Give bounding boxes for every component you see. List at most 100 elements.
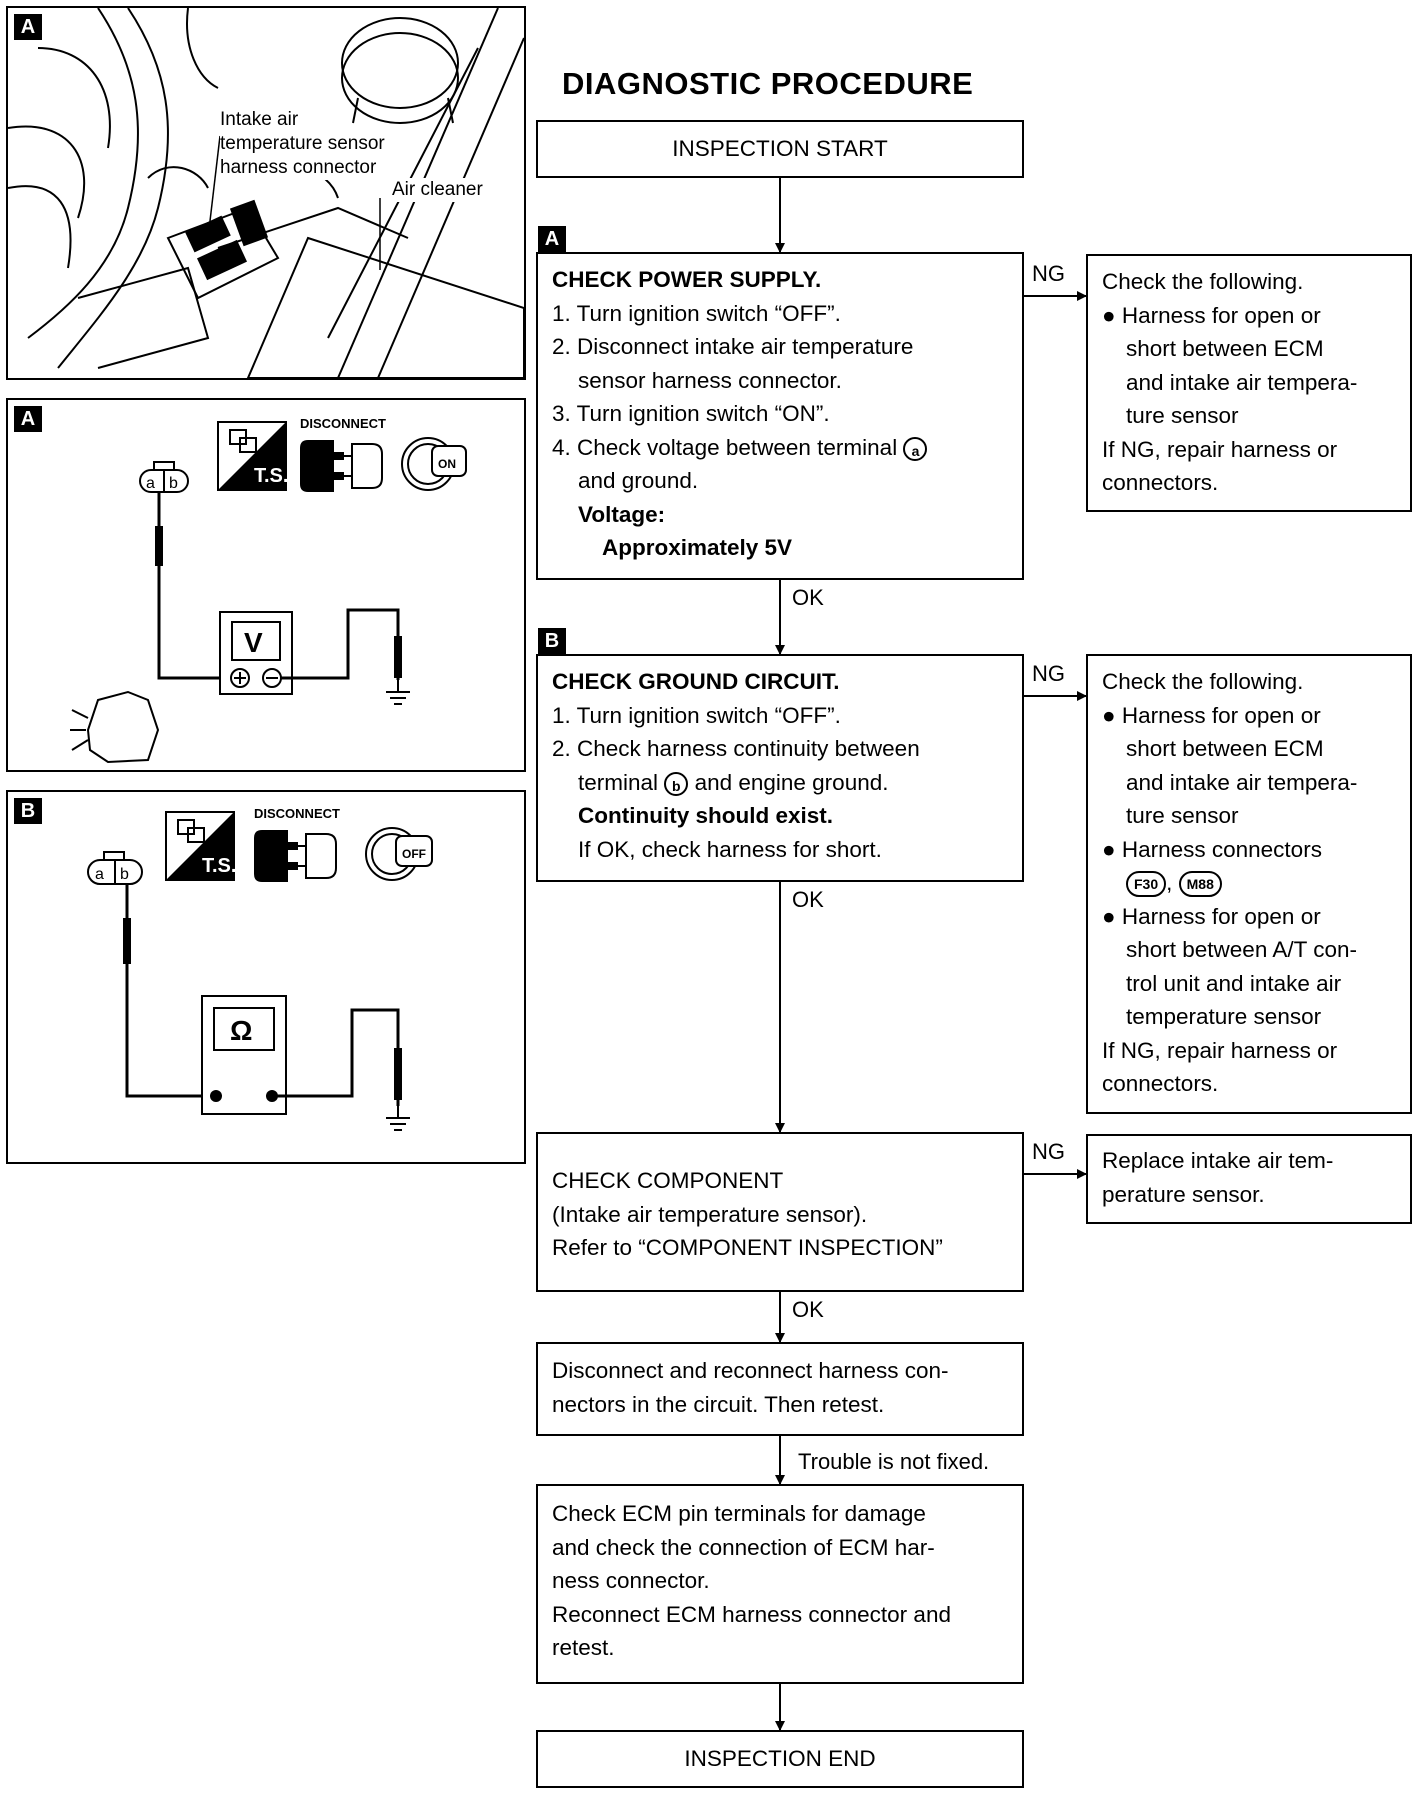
disconnect-icon bbox=[254, 830, 337, 882]
ng-a-line6: If NG, repair harness or bbox=[1102, 436, 1338, 462]
check-ground-circuit-box: CHECK GROUND CIRCUIT. 1. Turn ignition s… bbox=[536, 654, 1024, 882]
ok-label-a: OK bbox=[792, 585, 824, 610]
terminal-b-label-a: b bbox=[169, 475, 178, 492]
page-title: DIAGNOSTIC PROCEDURE bbox=[562, 66, 974, 101]
step-d-line1: Disconnect and reconnect harness con- bbox=[552, 1358, 949, 1383]
ng-label-a: NG bbox=[1032, 261, 1065, 286]
ng-label-b: NG bbox=[1032, 661, 1065, 686]
step-a-line3: sensor harness connector. bbox=[578, 367, 842, 393]
ignition-key-off-icon bbox=[365, 827, 433, 881]
engine-bay-drawing bbox=[7, 7, 525, 379]
ng-b-box: Check the following. ● Harness for open … bbox=[1086, 654, 1412, 1114]
step-b-line3b: and engine ground. bbox=[694, 769, 889, 795]
step-a-line4: 3. Turn ignition switch “ON”. bbox=[552, 401, 830, 426]
ng-c-line1: Replace intake air tem- bbox=[1102, 1148, 1334, 1173]
label-harness-connector: harness connector bbox=[220, 156, 377, 180]
step-a-line6: and ground. bbox=[578, 468, 699, 493]
tag-a-step: A bbox=[538, 226, 566, 252]
ng-c-line2: perature sensor. bbox=[1102, 1181, 1265, 1207]
step-a-line1: 1. Turn ignition switch “OFF”. bbox=[552, 300, 841, 326]
ng-b-line5: ture sensor bbox=[1126, 803, 1239, 828]
step-e-line2: and check the connection of ECM har- bbox=[552, 1534, 935, 1560]
ng-a-line5: ture sensor bbox=[1126, 403, 1239, 428]
tag-a-middle: A bbox=[14, 406, 42, 432]
continuity-check-drawing: T.S. DISCONNECT OFF a b Ω bbox=[87, 806, 433, 1131]
ng-label-c: NG bbox=[1032, 1139, 1065, 1164]
ng-b-line6: Harness connectors bbox=[1121, 836, 1322, 862]
step-e-line4: Reconnect ECM harness connector and bbox=[552, 1601, 951, 1627]
step-d-line2: nectors in the circuit. Then retest. bbox=[552, 1391, 885, 1417]
terminal-b-label-b: b bbox=[120, 866, 129, 883]
ng-a-box: Check the following. ● Harness for open … bbox=[1086, 254, 1412, 512]
step-a-line2: 2. Disconnect intake air temperature bbox=[552, 334, 914, 359]
terminal-a-pin: a bbox=[903, 436, 928, 461]
ok-label-c: OK bbox=[792, 1297, 824, 1322]
ng-b-line11: temperature sensor bbox=[1126, 1004, 1322, 1029]
ng-c-box: Replace intake air tem- perature sensor. bbox=[1086, 1134, 1412, 1224]
step-b-line4: If OK, check harness for short. bbox=[578, 836, 882, 862]
step-b-heading: CHECK GROUND CIRCUIT. bbox=[552, 669, 840, 694]
ng-b-line9: short between A/T con- bbox=[1126, 937, 1357, 962]
continuity-check-illustration: B T.S. DISCONNECT OFF a b bbox=[6, 790, 526, 1164]
step-c-line3: Refer to “COMPONENT INSPECTION” bbox=[552, 1235, 943, 1260]
ng-b-line3: short between ECM bbox=[1126, 736, 1324, 761]
tag-b-step: B bbox=[538, 628, 566, 654]
inspection-start-label: INSPECTION START bbox=[672, 136, 888, 161]
step-e-line5: retest. bbox=[552, 1635, 615, 1660]
reconnect-harness-box: Disconnect and reconnect harness con- ne… bbox=[536, 1342, 1024, 1436]
ng-b-line13: connectors. bbox=[1102, 1071, 1219, 1096]
disconnect-label-a: DISCONNECT bbox=[300, 416, 386, 431]
ok-label-b: OK bbox=[792, 887, 824, 912]
check-component-box: CHECK COMPONENT (Intake air temperature … bbox=[536, 1132, 1024, 1292]
connector-f30-badge: F30 bbox=[1126, 871, 1167, 898]
terminal-b-pin: b bbox=[664, 771, 689, 796]
disconnect-label-b: DISCONNECT bbox=[254, 806, 340, 821]
terminal-a-label-a: a bbox=[146, 475, 155, 492]
voltage-check-drawing: T.S. DISCONNECT ON a b V bbox=[70, 416, 467, 764]
step-a-spec-value: Approximately 5V bbox=[602, 535, 793, 560]
engine-icon bbox=[70, 690, 160, 764]
step-a-heading: CHECK POWER SUPPLY. bbox=[552, 267, 822, 292]
connector-ab-b bbox=[87, 851, 143, 885]
ng-b-line1: Check the following. bbox=[1102, 669, 1304, 694]
connector-ab-a bbox=[139, 461, 189, 493]
ng-a-line1: Check the following. bbox=[1102, 269, 1304, 294]
step-b-line1: 1. Turn ignition switch “OFF”. bbox=[552, 702, 841, 728]
ts-icon bbox=[217, 421, 287, 491]
engine-bay-illustration: A bbox=[6, 6, 526, 380]
step-e-line3: ness connector. bbox=[552, 1568, 710, 1593]
step-b-line2: 2. Check harness continuity between bbox=[552, 736, 920, 761]
step-e-line1: Check ECM pin terminals for damage bbox=[552, 1501, 926, 1526]
terminal-a-label-b: a bbox=[95, 866, 104, 883]
ng-a-line7: connectors. bbox=[1102, 470, 1219, 495]
inspection-end-box: INSPECTION END bbox=[536, 1730, 1024, 1788]
ng-a-line2: Harness for open or bbox=[1121, 302, 1321, 328]
ignition-key-on-icon bbox=[401, 437, 467, 491]
meter-ohm-label: Ω bbox=[230, 1015, 252, 1046]
bullet-icon: ● bbox=[1102, 302, 1122, 328]
check-ecm-box: Check ECM pin terminals for damage and c… bbox=[536, 1484, 1024, 1684]
step-b-line3a: terminal bbox=[578, 769, 659, 795]
step-c-line2: (Intake air temperature sensor). bbox=[552, 1201, 868, 1227]
label-air-cleaner: Air cleaner bbox=[392, 178, 483, 202]
step-a-spec-label: Voltage: bbox=[578, 501, 666, 527]
inspection-end-label: INSPECTION END bbox=[684, 1746, 876, 1771]
inspection-start-box: INSPECTION START bbox=[536, 120, 1024, 178]
ng-b-line12: If NG, repair harness or bbox=[1102, 1037, 1338, 1063]
step-c-line1: CHECK COMPONENT bbox=[552, 1168, 784, 1193]
ng-a-line4: and intake air tempera- bbox=[1126, 369, 1358, 395]
ts-icon bbox=[165, 811, 235, 881]
step-a-line5: 4. Check voltage between terminal bbox=[552, 434, 898, 460]
voltage-check-illustration: A T.S. DISCONNECT ON bbox=[6, 398, 526, 772]
bullet-icon: ● bbox=[1102, 836, 1122, 862]
ng-b-line8: Harness for open or bbox=[1121, 903, 1321, 929]
connector-m88-badge: M88 bbox=[1178, 871, 1222, 898]
label-intake-air: Intake air bbox=[220, 108, 299, 132]
bullet-icon: ● bbox=[1102, 702, 1122, 728]
ng-b-line2: Harness for open or bbox=[1121, 702, 1321, 728]
ts-label-b: T.S. bbox=[202, 855, 236, 877]
switch-label-on: ON bbox=[438, 457, 456, 471]
disconnect-icon bbox=[300, 440, 383, 492]
ts-label-a: T.S. bbox=[254, 465, 288, 487]
ng-a-line3: short between ECM bbox=[1126, 336, 1324, 361]
